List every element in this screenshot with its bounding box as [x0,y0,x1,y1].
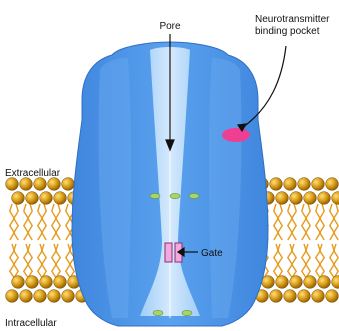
lipid-tail [306,204,310,240]
lipid-head [34,290,47,303]
lipid-head [20,178,33,191]
lipid-head [48,290,61,303]
lipid-head [26,276,39,289]
lipid-head [40,276,53,289]
lipid-tail [334,244,338,278]
lipid-head [26,192,39,205]
lipid-head [54,276,67,289]
lipid-tail [330,204,334,240]
lipid-tail [316,244,320,278]
lipid-head [270,178,283,191]
lipid-tail [274,204,278,240]
lipid-tail [52,244,56,278]
lipid-tail [38,244,42,278]
lipid-head [298,290,311,303]
lipid-tail [24,204,28,240]
lipid-tail [66,204,70,240]
lipid-tail [28,244,32,278]
lipid-tail [28,204,32,240]
lipid-head [12,276,25,289]
lipid-tail [24,244,28,278]
ion-marker [189,193,199,198]
lipid-head [290,192,303,205]
lipid-head [276,276,289,289]
lipid-tail [56,204,60,240]
binding-pocket-label-line2: binding pocket [255,26,320,37]
lipid-tail [302,204,306,240]
lipid-tail [14,244,18,278]
lipid-head [48,178,61,191]
lipid-tail [330,244,334,278]
lipid-head [62,290,75,303]
lipid-head [54,192,67,205]
lipid-head [12,192,25,205]
lipid-tail [274,244,278,278]
lipid-head [312,290,325,303]
pore-label: Pore [159,21,181,32]
lipid-tail [302,244,306,278]
lipid-tail [320,244,324,278]
lipid-tail [316,204,320,240]
lipid-tail [288,244,292,278]
lipid-tail [278,204,282,240]
lipid-head [276,192,289,205]
lipid-tail [52,204,56,240]
lipid-tail [10,204,14,240]
ion-marker [182,310,192,315]
lipid-head [326,290,339,303]
lipid-tail [42,204,46,240]
lipid-head [270,290,283,303]
lipid-head [20,290,33,303]
lipid-head [318,276,331,289]
binding-pocket-label-line1: Neurotransmitter [255,14,330,25]
extracellular-label: Extracellular [5,168,61,179]
lipid-tail [42,244,46,278]
gate-bar-left [165,243,172,262]
lipid-tail [278,244,282,278]
lipid-tail [320,204,324,240]
lipid-head [262,276,275,289]
lipid-head [304,276,317,289]
lipid-tail [38,204,42,240]
binding-pocket [222,128,250,142]
lipid-head [284,178,297,191]
gate-label: Gate [201,248,223,259]
lipid-head [326,178,339,191]
intracellular-label: Intracellular [5,318,57,329]
lipid-head [62,178,75,191]
lipid-head [290,276,303,289]
lipid-tail [292,204,296,240]
ion-marker [153,310,163,315]
lipid-tail [292,244,296,278]
lipid-tail [66,244,70,278]
lipid-head [298,178,311,191]
lipid-tail [10,244,14,278]
lipid-tail [14,204,18,240]
lipid-head [312,178,325,191]
lipid-tail [56,244,60,278]
lipid-head [318,192,331,205]
lipid-head [284,290,297,303]
ion-marker [150,193,160,198]
lipid-head [6,290,19,303]
lipid-tail [334,204,338,240]
lipid-head [304,192,317,205]
lipid-head [332,192,339,205]
lipid-head [332,276,339,289]
ion-marker [170,193,180,198]
lipid-tail [306,244,310,278]
lipid-tail [288,204,292,240]
lipid-head [6,178,19,191]
lipid-head [34,178,47,191]
lipid-head [40,192,53,205]
